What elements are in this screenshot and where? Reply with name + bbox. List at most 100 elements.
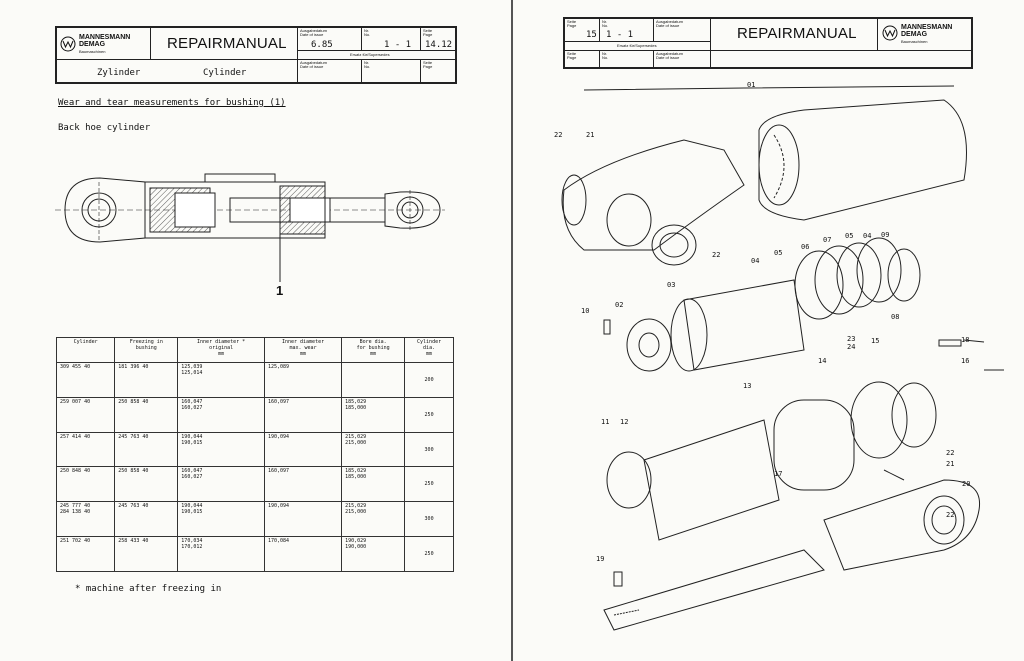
cylinder-section-drawing [55, 173, 445, 282]
cell: 258 433 40 [114, 536, 179, 572]
cell: 259 007 40 [55, 396, 116, 433]
cell: 160,097 [263, 466, 343, 503]
callout-16: 16 [961, 357, 970, 365]
table-row: 250 848 40 250 858 40 160,047 160,027 16… [55, 466, 454, 503]
left-page-cell: Seite Page 14.12 [420, 27, 456, 51]
col-cylinder-dia: Cylinder dia. mm [404, 337, 454, 363]
left-row2-page: Seite Page [420, 59, 456, 83]
callout-22c: 22 [946, 449, 955, 457]
callout-23: 23 [847, 335, 856, 343]
right-no-cell: Nr. No. 1 - 1 [599, 18, 654, 42]
cell: 200 [404, 362, 454, 398]
callout-24: 24 [847, 343, 856, 351]
callout-22d: 22 [946, 511, 955, 519]
cell: 160,047 160,027 [177, 396, 265, 433]
cell [341, 362, 406, 398]
cell: 257 414 40 [55, 431, 116, 468]
cell: 185,029 185,000 [341, 396, 406, 433]
no-label: Nr. No. [364, 28, 371, 37]
wear-data-table: Cylinder Freezing in bushing Inner diame… [55, 337, 454, 572]
right-row2-issue: Ausgabedatum Date of issue [653, 50, 711, 68]
r-supersedes: Ersatz für/Supersedes [617, 43, 657, 48]
r-brand-line3: Baumaschinen [901, 39, 928, 44]
right-page-cell: Seite Page 15 [564, 18, 600, 42]
cell: 190,094 [263, 431, 343, 468]
left-name-cell: Zylinder Cylinder [56, 59, 298, 83]
cell: 250 [404, 396, 454, 433]
left-no-cell: Nr. No. 1 - 1 [361, 27, 421, 51]
supersedes-label: Ersatz für/Supersedes [350, 52, 390, 57]
cell: 245 763 40 [114, 501, 179, 538]
en-name: Cylinder [203, 68, 247, 78]
row2-issue-label: Ausgabedatum Date of issue [300, 60, 327, 69]
callout-21b: 21 [946, 460, 955, 468]
callout-17: 17 [774, 470, 783, 478]
callout-03: 03 [667, 281, 676, 289]
r-page-value: 15 [586, 30, 597, 40]
cell: 250 848 40 [55, 466, 116, 503]
table-row: 259 007 40 250 858 40 160,047 160,027 16… [55, 396, 454, 433]
cell: 170,084 [263, 536, 343, 572]
right-title: REPAIRMANUAL [737, 25, 857, 42]
callout-08: 08 [891, 313, 900, 321]
r-issue-label: Ausgabedatum Date of issue [656, 19, 683, 28]
brand-line2: DEMAG [79, 41, 106, 48]
table-header-row: Cylinder Freezing in bushing Inner diame… [55, 337, 454, 363]
callout-22a: 22 [554, 131, 563, 139]
subsection-title: Back hoe cylinder [58, 123, 151, 133]
cell: 190,094 [263, 501, 343, 538]
cell: 190,044 190,015 [177, 431, 265, 468]
cell: 250 [404, 466, 454, 503]
callout-13: 13 [743, 382, 752, 390]
left-logo-cell: MANNESMANN DEMAG Baumaschinen [56, 27, 151, 60]
right-row2-page: Seite Page [564, 50, 600, 68]
r-page-label: Seite Page [567, 19, 577, 28]
cell: 190,044 190,015 [177, 501, 265, 538]
demag-logo-icon [882, 25, 898, 41]
no-value: 1 - 1 [384, 40, 412, 50]
page-value: 14.12 [425, 40, 453, 50]
cell: 125,089 [263, 362, 343, 398]
cell: 185,029 185,000 [341, 466, 406, 503]
callout-04b: 04 [863, 232, 872, 240]
r-no-value: 1 - 1 [606, 30, 634, 40]
cell: 190,029 190,000 [341, 536, 406, 572]
cell: 160,097 [263, 396, 343, 433]
callout-05a: 05 [774, 249, 783, 257]
right-title-cell: REPAIRMANUAL [710, 18, 878, 51]
callout-14: 14 [818, 357, 827, 365]
exploded-view-drawing [561, 85, 1004, 631]
callout-22b: 22 [712, 251, 721, 259]
callout-09: 09 [881, 231, 890, 239]
left-row2-issue: Ausgabedatum Date of issue [297, 59, 362, 83]
brand-line3: Baumaschinen [79, 49, 106, 54]
page-gutter [511, 0, 513, 661]
right-row2-blank [710, 50, 972, 68]
left-issue-cell: Ausgabedatum Date of issue 6.85 [297, 27, 362, 51]
drawing-callout-1: 1 [276, 283, 284, 298]
col-freezing: Freezing in bushing [114, 337, 179, 363]
callout-07: 07 [823, 236, 832, 244]
issue-value: 6.85 [311, 40, 333, 50]
col-inner-max-wear: Inner diameter max. wear mm [263, 337, 343, 363]
row2-page-label: Seite Page [423, 60, 433, 69]
callout-06: 06 [801, 243, 810, 251]
callout-02: 02 [615, 301, 624, 309]
row2-no-label: Nr. No. [364, 60, 371, 69]
left-title-cell: REPAIRMANUAL [150, 27, 298, 60]
cell: 309 455 40 [55, 362, 116, 398]
brand-line1: MANNESMANN [79, 34, 131, 41]
r-row2-no-label: Nr. No. [602, 51, 609, 60]
page-label: Seite Page [423, 28, 433, 37]
cell: 300 [404, 501, 454, 538]
issue-label: Ausgabedatum Date of issue [300, 28, 327, 37]
left-page: MANNESMANN DEMAG Baumaschinen REPAIRMANU… [55, 26, 457, 594]
right-page: Seite Page 15 Nr. No. 1 - 1 Ausgabedatum… [514, 0, 1024, 661]
right-row2-no: Nr. No. [599, 50, 654, 68]
table-row: 245 777 40 284 138 40 245 763 40 190,044… [55, 501, 454, 538]
callout-21a: 21 [586, 131, 595, 139]
de-name: Zylinder [97, 68, 141, 78]
callout-01: 01 [747, 81, 756, 89]
cell: 245 763 40 [114, 431, 179, 468]
cell: 215,029 215,000 [341, 431, 406, 468]
